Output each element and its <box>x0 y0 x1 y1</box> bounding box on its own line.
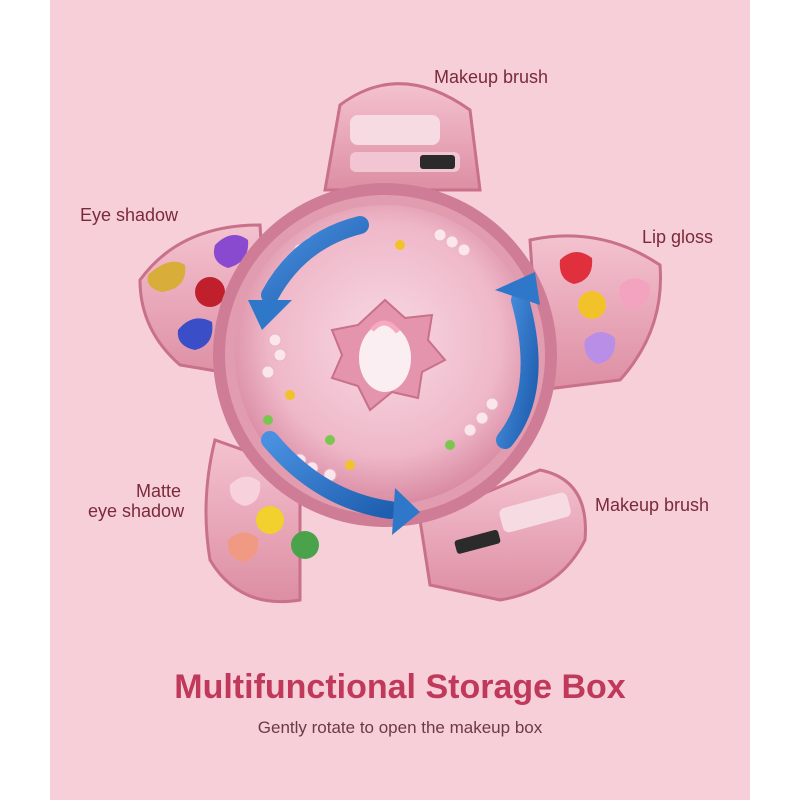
petal-right <box>528 234 662 392</box>
unicorn-figure <box>359 324 411 392</box>
gold-heart-shadow <box>147 261 186 292</box>
callout-makeup-brush-bottom: Makeup brush <box>595 495 710 515</box>
colored-beads <box>263 240 455 470</box>
blue-heart-shadow <box>177 318 213 350</box>
red-heart-gloss <box>559 251 593 284</box>
lilac-heart-gloss <box>584 331 616 364</box>
callout-makeup-brush-top: Makeup brush <box>434 67 549 87</box>
page-subtitle: Gently rotate to open the makeup box <box>257 718 543 737</box>
red-round-shadow <box>195 277 225 307</box>
page-title: Multifunctional Storage Box <box>174 668 626 706</box>
rotate-arrow-bottom <box>261 431 399 519</box>
yellow-gloss <box>578 291 606 319</box>
pink-heart-gloss <box>619 278 651 310</box>
peach-heart-shadow <box>227 532 259 562</box>
rotate-arrow-top-left <box>261 216 369 304</box>
purple-heart-shadow <box>213 235 249 268</box>
petal-bottom-right <box>418 468 587 602</box>
callout-matte-line2: eye shadow <box>88 501 185 521</box>
rotate-arrow-right <box>496 291 539 449</box>
callout-eye-shadow: Eye shadow <box>80 205 179 225</box>
pale-heart-shadow <box>229 476 261 506</box>
yellow-matte-shadow <box>256 506 284 534</box>
callout-lip-gloss: Lip gloss <box>642 227 714 247</box>
green-matte-shadow <box>291 531 319 559</box>
petal-top <box>323 82 482 192</box>
callout-matte-line1: Matte <box>136 481 182 501</box>
